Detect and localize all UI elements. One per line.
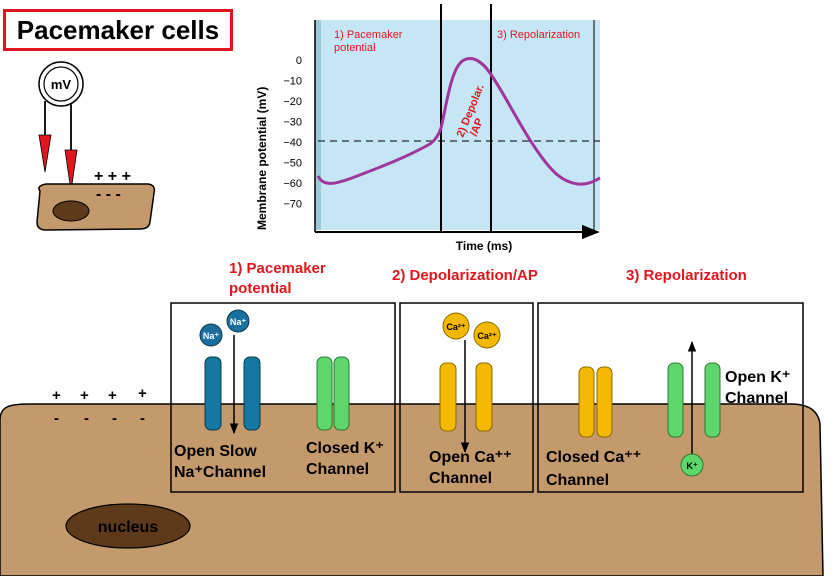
charge-minus: - (112, 410, 117, 427)
na-channel-left (204, 356, 222, 431)
charge-minus: - (54, 410, 59, 427)
action-potential-curve (316, 57, 601, 186)
k-open-label-line2: Channel (725, 390, 788, 407)
electrode-left (38, 134, 52, 173)
y-axis-label: Membrane potential (mV) (255, 87, 269, 230)
na-open-label-line1: Open Slow (174, 443, 257, 460)
k-channel-open-right (704, 362, 721, 438)
ca-channel-closed-left (578, 366, 595, 438)
title-box: Pacemaker cells (3, 9, 233, 51)
y-tick-label: 0 (296, 55, 302, 67)
small-cell-plus: + + + (94, 168, 131, 185)
na-ion-2 (226, 309, 250, 333)
ca-channel-closed-right (596, 366, 613, 438)
phase3-box: K⁺ Closed Ca⁺⁺ Channel Open K⁺ Channel (537, 302, 804, 493)
phase1-box: Na⁺ Na⁺ Open Slow Na⁺Channel Closed K⁺ C… (170, 302, 396, 493)
phase2-heading: 2) Depolarization/AP (392, 267, 538, 284)
k-channel-open-left (667, 362, 684, 438)
k-closed-label-line1: Closed K⁺ (306, 440, 384, 457)
nucleus-label: nucleus (98, 519, 159, 536)
y-tick-label: −70 (283, 199, 302, 211)
charge-minus: - (84, 410, 89, 427)
voltmeter: mV (38, 61, 84, 107)
graph-background (315, 20, 600, 230)
y-tick-label: −50 (283, 158, 302, 170)
na-ion-1 (199, 323, 223, 347)
ca-ion-1 (442, 312, 470, 340)
electrode-wires (38, 101, 78, 192)
cell-membrane (0, 403, 824, 576)
na-ion-1-label: Na⁺ (203, 331, 220, 341)
y-tick-label: −60 (283, 178, 302, 190)
phase2-box: Ca²⁺ Ca²⁺ Open Ca⁺⁺ Channel (399, 302, 534, 493)
ca-ion-2-label: Ca²⁺ (477, 331, 497, 341)
small-nucleus (52, 200, 90, 222)
nucleus (65, 503, 191, 549)
y-tick-label: −40 (283, 137, 302, 149)
ca-open-label-line2: Channel (429, 470, 492, 487)
ca-closed-label-line1: Closed Ca⁺⁺ (546, 449, 641, 466)
k-ion-label: K⁺ (686, 461, 697, 471)
graph-phase3-label: 3) Repolarization (497, 29, 580, 41)
graph-phase1-line1: 1) Pacemaker (334, 29, 403, 41)
na-channel-right (243, 356, 261, 431)
k-ion (680, 453, 704, 477)
k-channel-closed-left (316, 356, 333, 431)
charge-plus: + (52, 387, 61, 404)
ca-open-label-line1: Open Ca⁺⁺ (429, 449, 512, 466)
charge-plus: + (108, 387, 117, 404)
k-closed-label-line2: Channel (306, 461, 369, 478)
large-cell: nucleus + + + + - - - - (0, 385, 824, 576)
y-tick-label: −10 (283, 76, 302, 88)
k-open-label-line1: Open K⁺ (725, 369, 790, 386)
graph-phase1-line2: potential (334, 42, 376, 54)
phase1-heading-line2: potential (229, 280, 292, 297)
ca-closed-label-line2: Channel (546, 472, 609, 489)
y-tick-labels: 0 −10 −20 −30 −40 −50 −60 −70 (283, 55, 302, 211)
small-cell: + + + - - - (36, 168, 156, 231)
ca-ion-1-label: Ca²⁺ (446, 322, 466, 332)
small-cell-minus: - - - (96, 186, 121, 203)
y-tick-label: −30 (283, 117, 302, 129)
ca-channel-left (439, 362, 457, 432)
y-tick-label: −20 (283, 96, 302, 108)
x-axis-label: Time (ms) (456, 239, 512, 253)
charge-plus: + (80, 387, 89, 404)
ca-ion-2 (473, 321, 501, 349)
charge-plus: + (138, 385, 147, 402)
meter-label: mV (51, 77, 72, 92)
membrane-graph: 0 −10 −20 −30 −40 −50 −60 −70 Membrane potentia… (255, 4, 601, 253)
k-channel-closed-right (333, 356, 350, 431)
na-open-label-line2: Na⁺Channel (174, 464, 266, 481)
charge-minus: - (140, 410, 145, 427)
ca-channel-right (475, 362, 493, 432)
phase1-heading-line1: 1) Pacemaker (229, 260, 326, 277)
page-title: Pacemaker cells (16, 14, 220, 45)
phase3-heading: 3) Repolarization (626, 267, 747, 284)
na-ion-2-label: Na⁺ (230, 317, 247, 327)
